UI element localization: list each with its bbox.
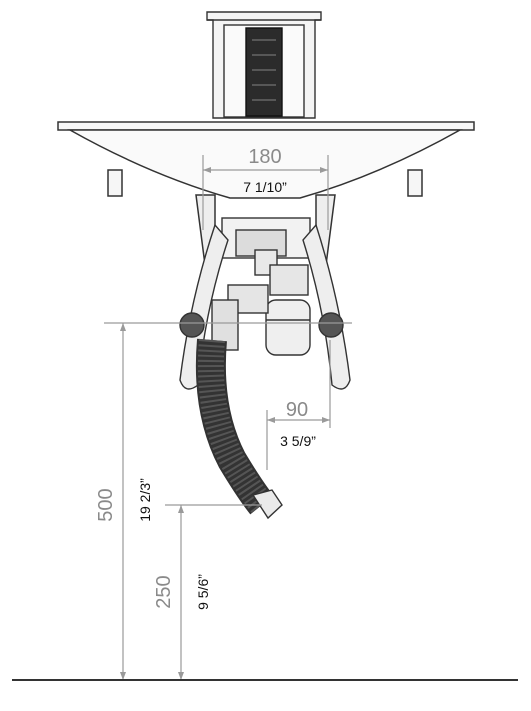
drain-hose [195,338,283,520]
faucet [206,11,322,119]
outlet-height-mm-label: 500 [95,488,117,521]
width-inch-label: 7 1/10” [243,179,287,195]
hose-end-height-mm-label: 250 [153,575,175,608]
outlet-height-inch-label: 19 2/3” [137,478,153,522]
offset-mm-label: 90 [286,399,308,421]
width-mm-label: 180 [248,146,281,168]
dimension-arrows [120,167,330,680]
dimension-lines [104,155,352,680]
hose-end-height-inch-label: 9 5/6” [195,574,211,610]
offset-inch-label: 3 5/9” [280,433,316,449]
